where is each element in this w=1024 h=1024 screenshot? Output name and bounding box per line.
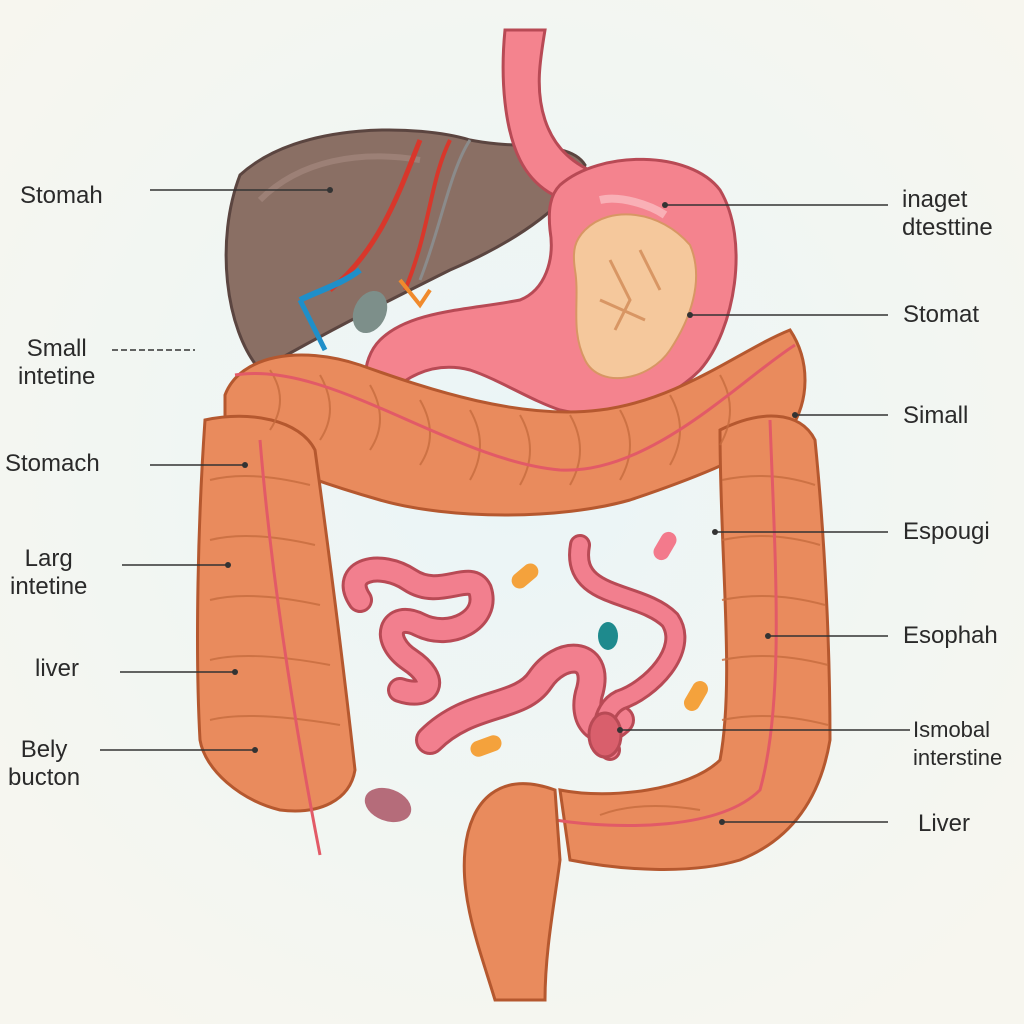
pill-decorations <box>364 531 708 823</box>
leader-lines <box>100 189 910 823</box>
label-right-ismobal-interstine: Ismobal interstine <box>913 717 1003 770</box>
rectum-illustration <box>462 782 562 1002</box>
label-left-stomah: Stomah <box>20 182 103 209</box>
label-left-larg-intetine: Larg intetine <box>10 545 88 600</box>
label-left-stomach: Stomach <box>5 450 100 477</box>
large-intestine-illustration <box>196 328 832 871</box>
label-left-small-intetine: Small intetine <box>18 335 96 390</box>
label-right-espougi: Espougi <box>903 518 990 545</box>
label-right-simall: Simall <box>903 402 969 429</box>
label-right-liver: Liver <box>918 810 971 837</box>
label-right-stomat: Stomat <box>903 301 980 328</box>
label-left-liver: liver <box>35 655 80 682</box>
label-right-esophah: Esophah <box>903 622 998 649</box>
small-intestine-illustration <box>341 534 687 761</box>
label-left-bely-bucton: Bely bucton <box>8 736 81 791</box>
stomach-illustration <box>364 157 738 416</box>
leader-dots <box>225 187 798 825</box>
label-right-inaget-dtesttine: inaget dtesttine <box>902 186 993 241</box>
